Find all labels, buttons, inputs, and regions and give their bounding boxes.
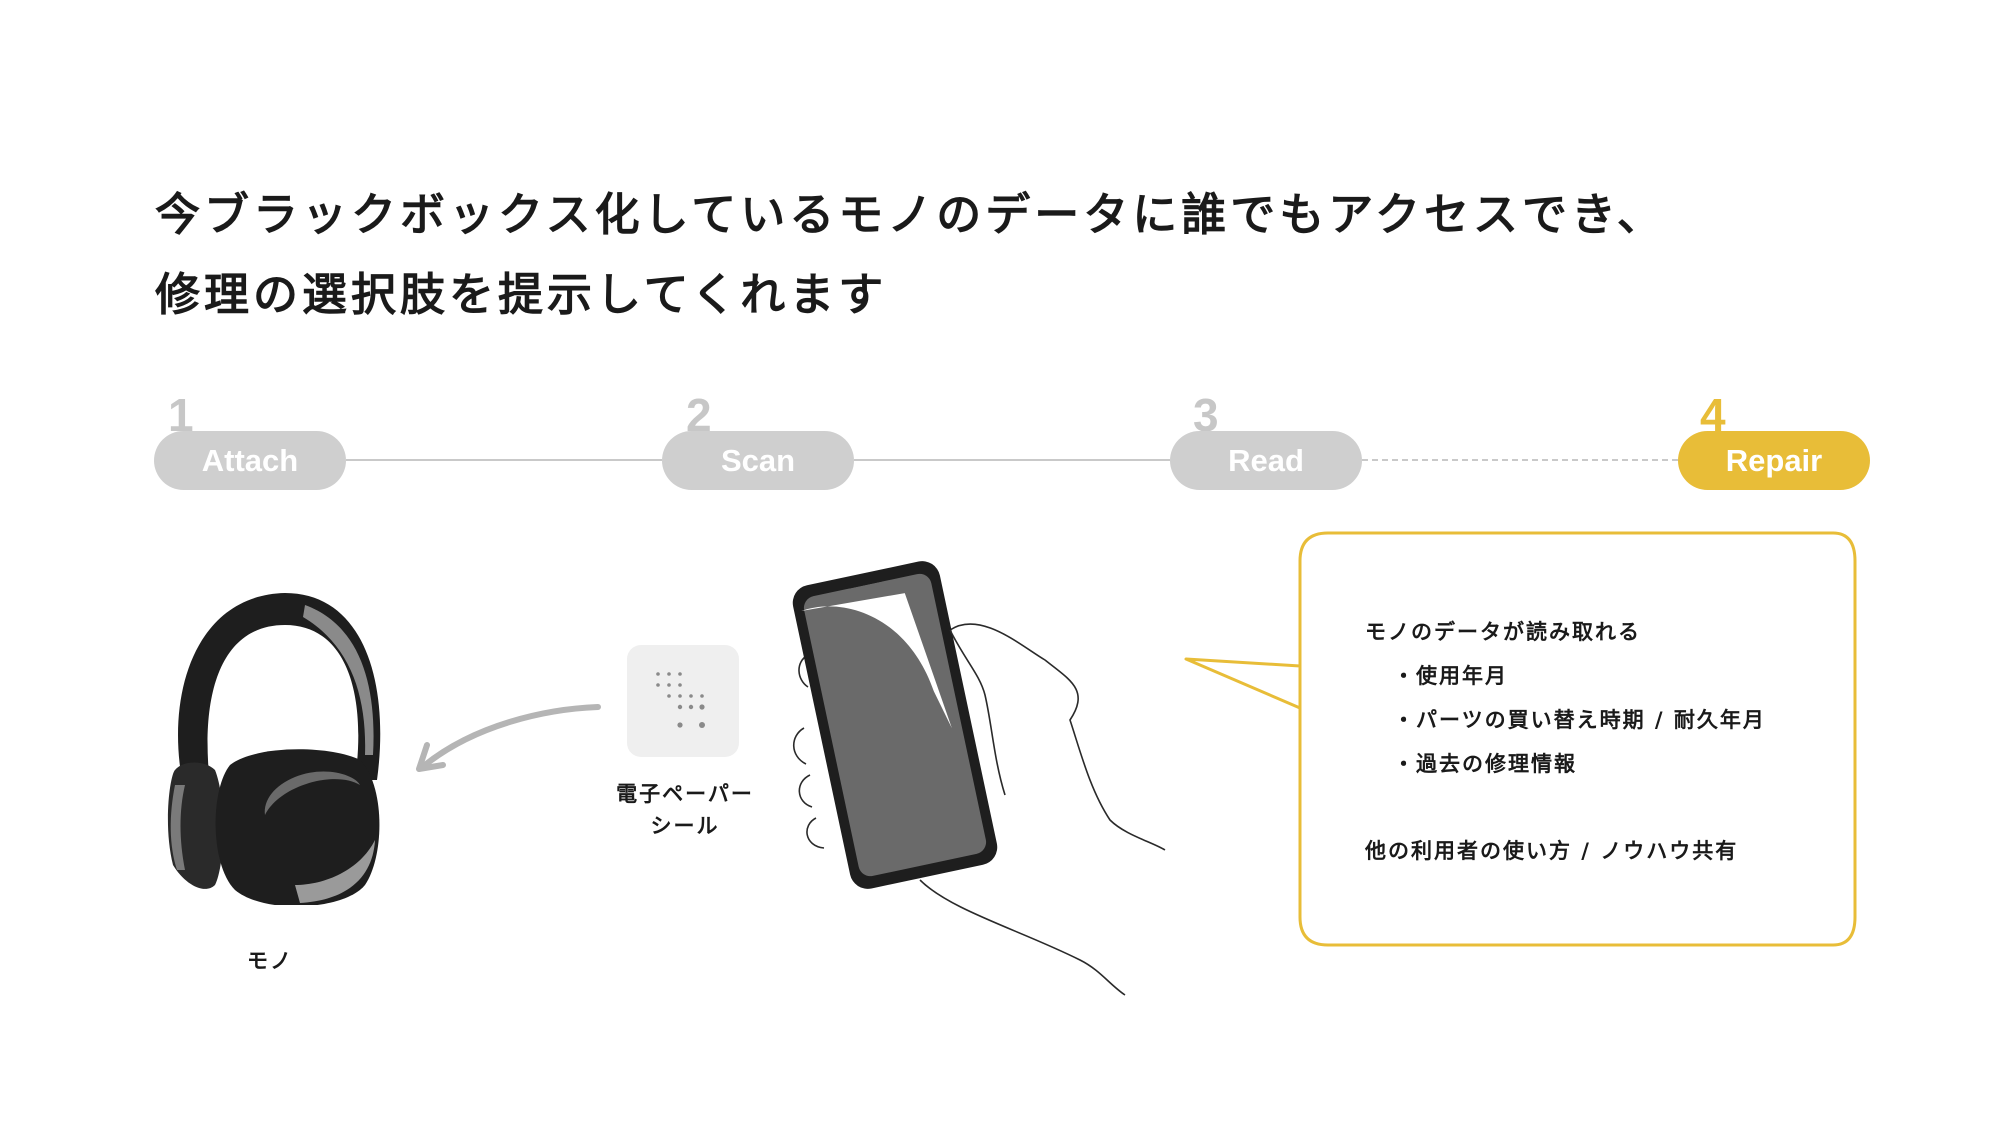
epaper-sticker xyxy=(627,645,739,757)
title-line-2: 修理の選択肢を提示してくれます xyxy=(155,268,888,321)
step-number-attach: 1 xyxy=(168,389,194,441)
connector-3-4 xyxy=(1362,459,1678,461)
smartphone-hand-icon xyxy=(792,561,1166,996)
step-number-repair: 4 xyxy=(1700,389,1726,441)
step-number-read: 3 xyxy=(1193,389,1219,441)
sticker-label-line-1: 電子ペーパー xyxy=(616,782,754,806)
headphones-icon xyxy=(167,593,381,905)
bubble-item-usage-date: ・使用年月 xyxy=(1393,664,1508,688)
step-pill-repair: Repair xyxy=(1678,431,1870,490)
title-line-1: 今ブラックボックス化しているモノのデータに誰でもアクセスでき、 xyxy=(155,188,1666,241)
object-label: モノ xyxy=(247,949,293,973)
sticker-label-line-2: シール xyxy=(650,814,720,838)
speech-bubble xyxy=(1184,531,1857,947)
bubble-item-repair-history: ・過去の修理情報 xyxy=(1393,752,1577,776)
arrow-icon xyxy=(416,704,601,772)
dot-pattern-icon xyxy=(656,672,705,728)
step-pill-attach: Attach xyxy=(154,431,346,490)
step-number-scan: 2 xyxy=(686,389,712,441)
bubble-title: モノのデータが読み取れる xyxy=(1365,620,1641,644)
connector-2-3 xyxy=(854,459,1170,461)
step-pill-read: Read xyxy=(1170,431,1362,490)
step-pill-scan: Scan xyxy=(662,431,854,490)
sticker-label: 電子ペーパー シール xyxy=(590,778,780,842)
bubble-footer: 他の利用者の使い方 / ノウハウ共有 xyxy=(1365,839,1739,863)
page-title: 今ブラックボックス化しているモノのデータに誰でもアクセスでき、 修理の選択肢を提… xyxy=(155,175,1666,335)
bubble-item-parts-replacement: ・パーツの買い替え時期 / 耐久年月 xyxy=(1393,708,1766,732)
connector-1-2 xyxy=(346,459,662,461)
bubble-content: モノのデータが読み取れる ・使用年月 ・パーツの買い替え時期 / 耐久年月 ・過… xyxy=(1365,610,1766,873)
